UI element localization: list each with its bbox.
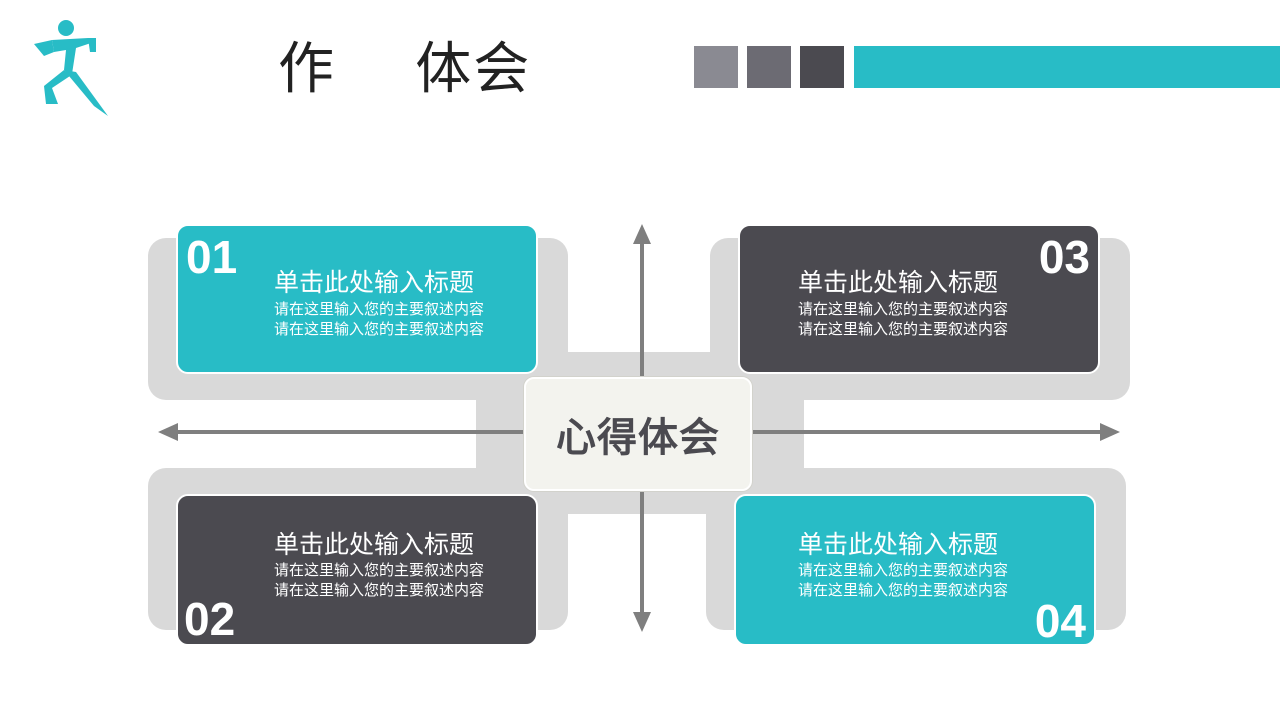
arrow-right-head	[1100, 423, 1120, 441]
gray-connector-top	[566, 352, 712, 376]
gray-connector-left	[476, 398, 524, 470]
arrow-left-head	[158, 423, 178, 441]
card-description: 请在这里输入您的主要叙述内容	[798, 581, 1009, 599]
header-square-1	[694, 46, 738, 88]
card-description: 请在这里输入您的主要叙述内容	[798, 561, 1009, 579]
running-person-icon	[30, 18, 112, 120]
card-description: 请在这里输入您的主要叙述内容	[274, 581, 485, 599]
card-number: 01	[186, 231, 238, 283]
center-box[interactable]: 心得体会	[524, 377, 752, 491]
card-title: 单击此处输入标题	[798, 268, 999, 297]
card-number: 03	[1038, 231, 1090, 283]
header-square-3	[800, 46, 844, 88]
card-title: 单击此处输入标题	[274, 530, 475, 559]
card-title: 单击此处输入标题	[274, 268, 475, 297]
card-description: 请在这里输入您的主要叙述内容	[274, 561, 485, 579]
header-square-2	[747, 46, 791, 88]
card-04[interactable]: 单击此处输入标题 请在这里输入您的主要叙述内容 请在这里输入您的主要叙述内容 0…	[734, 494, 1096, 646]
card-description: 请在这里输入您的主要叙述内容	[798, 320, 1009, 338]
gray-connector-bottom	[566, 492, 712, 514]
card-01[interactable]: 01 单击此处输入标题 请在这里输入您的主要叙述内容 请在这里输入您的主要叙述内…	[176, 224, 538, 374]
card-02[interactable]: 单击此处输入标题 请在这里输入您的主要叙述内容 请在这里输入您的主要叙述内容 0…	[176, 494, 538, 646]
card-number: 02	[184, 593, 236, 645]
gray-connector-right	[752, 398, 804, 470]
arrow-up-head	[633, 224, 651, 244]
center-label: 心得体会	[556, 415, 720, 461]
card-description: 请在这里输入您的主要叙述内容	[274, 300, 485, 318]
page-title: 作 体会	[278, 37, 532, 102]
card-number: 04	[1034, 595, 1086, 647]
card-03[interactable]: 03 单击此处输入标题 请在这里输入您的主要叙述内容 请在这里输入您的主要叙述内…	[738, 224, 1100, 374]
card-description: 请在这里输入您的主要叙述内容	[274, 320, 485, 338]
card-title: 单击此处输入标题	[798, 530, 999, 559]
arrow-down-head	[633, 612, 651, 632]
card-description: 请在这里输入您的主要叙述内容	[798, 300, 1009, 318]
header-accent-bar	[854, 46, 1280, 88]
